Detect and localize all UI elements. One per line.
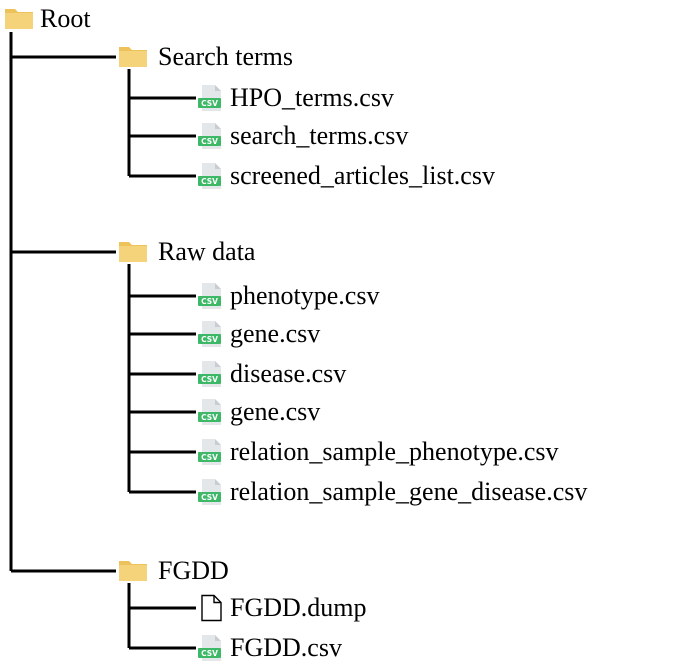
- file-label[interactable]: relation_sample_phenotype.csv: [230, 437, 559, 466]
- file-label[interactable]: FGDD.dump: [230, 593, 367, 622]
- svg-text:CSV: CSV: [201, 413, 218, 422]
- folder-icon: [119, 561, 147, 581]
- blank-file-icon: [201, 594, 222, 622]
- csv-file-icon: CSV: [198, 163, 221, 189]
- file-label[interactable]: gene.csv: [230, 397, 321, 426]
- csv-file-icon: CSV: [198, 399, 221, 425]
- folder-icon: [5, 9, 33, 29]
- folder-icon: [119, 242, 147, 262]
- svg-text:CSV: CSV: [201, 493, 218, 502]
- svg-text:CSV: CSV: [201, 137, 218, 146]
- csv-file-icon: CSV: [198, 85, 221, 111]
- svg-text:CSV: CSV: [201, 375, 218, 384]
- folder-label[interactable]: Search terms: [158, 42, 294, 71]
- svg-text:CSV: CSV: [201, 335, 218, 344]
- svg-text:CSV: CSV: [201, 177, 218, 186]
- csv-file-icon: CSV: [198, 635, 221, 661]
- csv-file-icon: CSV: [198, 479, 221, 505]
- file-label[interactable]: search_terms.csv: [230, 121, 409, 150]
- svg-text:CSV: CSV: [201, 649, 218, 658]
- svg-text:CSV: CSV: [201, 453, 218, 462]
- root-folder-label[interactable]: Root: [40, 4, 91, 33]
- folder-label[interactable]: Raw data: [158, 237, 256, 266]
- file-label[interactable]: HPO_terms.csv: [230, 83, 394, 112]
- file-label[interactable]: FGDD.csv: [230, 633, 342, 662]
- folder-icon: [119, 47, 147, 67]
- file-label[interactable]: phenotype.csv: [230, 281, 380, 310]
- csv-file-icon: CSV: [198, 439, 221, 465]
- file-label[interactable]: disease.csv: [230, 359, 347, 388]
- file-label[interactable]: screened_articles_list.csv: [230, 161, 495, 190]
- file-label[interactable]: relation_sample_gene_disease.csv: [230, 477, 588, 506]
- csv-file-icon: CSV: [198, 283, 221, 309]
- csv-file-icon: CSV: [198, 123, 221, 149]
- svg-text:CSV: CSV: [201, 99, 218, 108]
- csv-file-icon: CSV: [198, 361, 221, 387]
- file-label[interactable]: gene.csv: [230, 319, 321, 348]
- folder-label[interactable]: FGDD: [158, 556, 229, 585]
- svg-text:CSV: CSV: [201, 297, 218, 306]
- csv-file-icon: CSV: [198, 321, 221, 347]
